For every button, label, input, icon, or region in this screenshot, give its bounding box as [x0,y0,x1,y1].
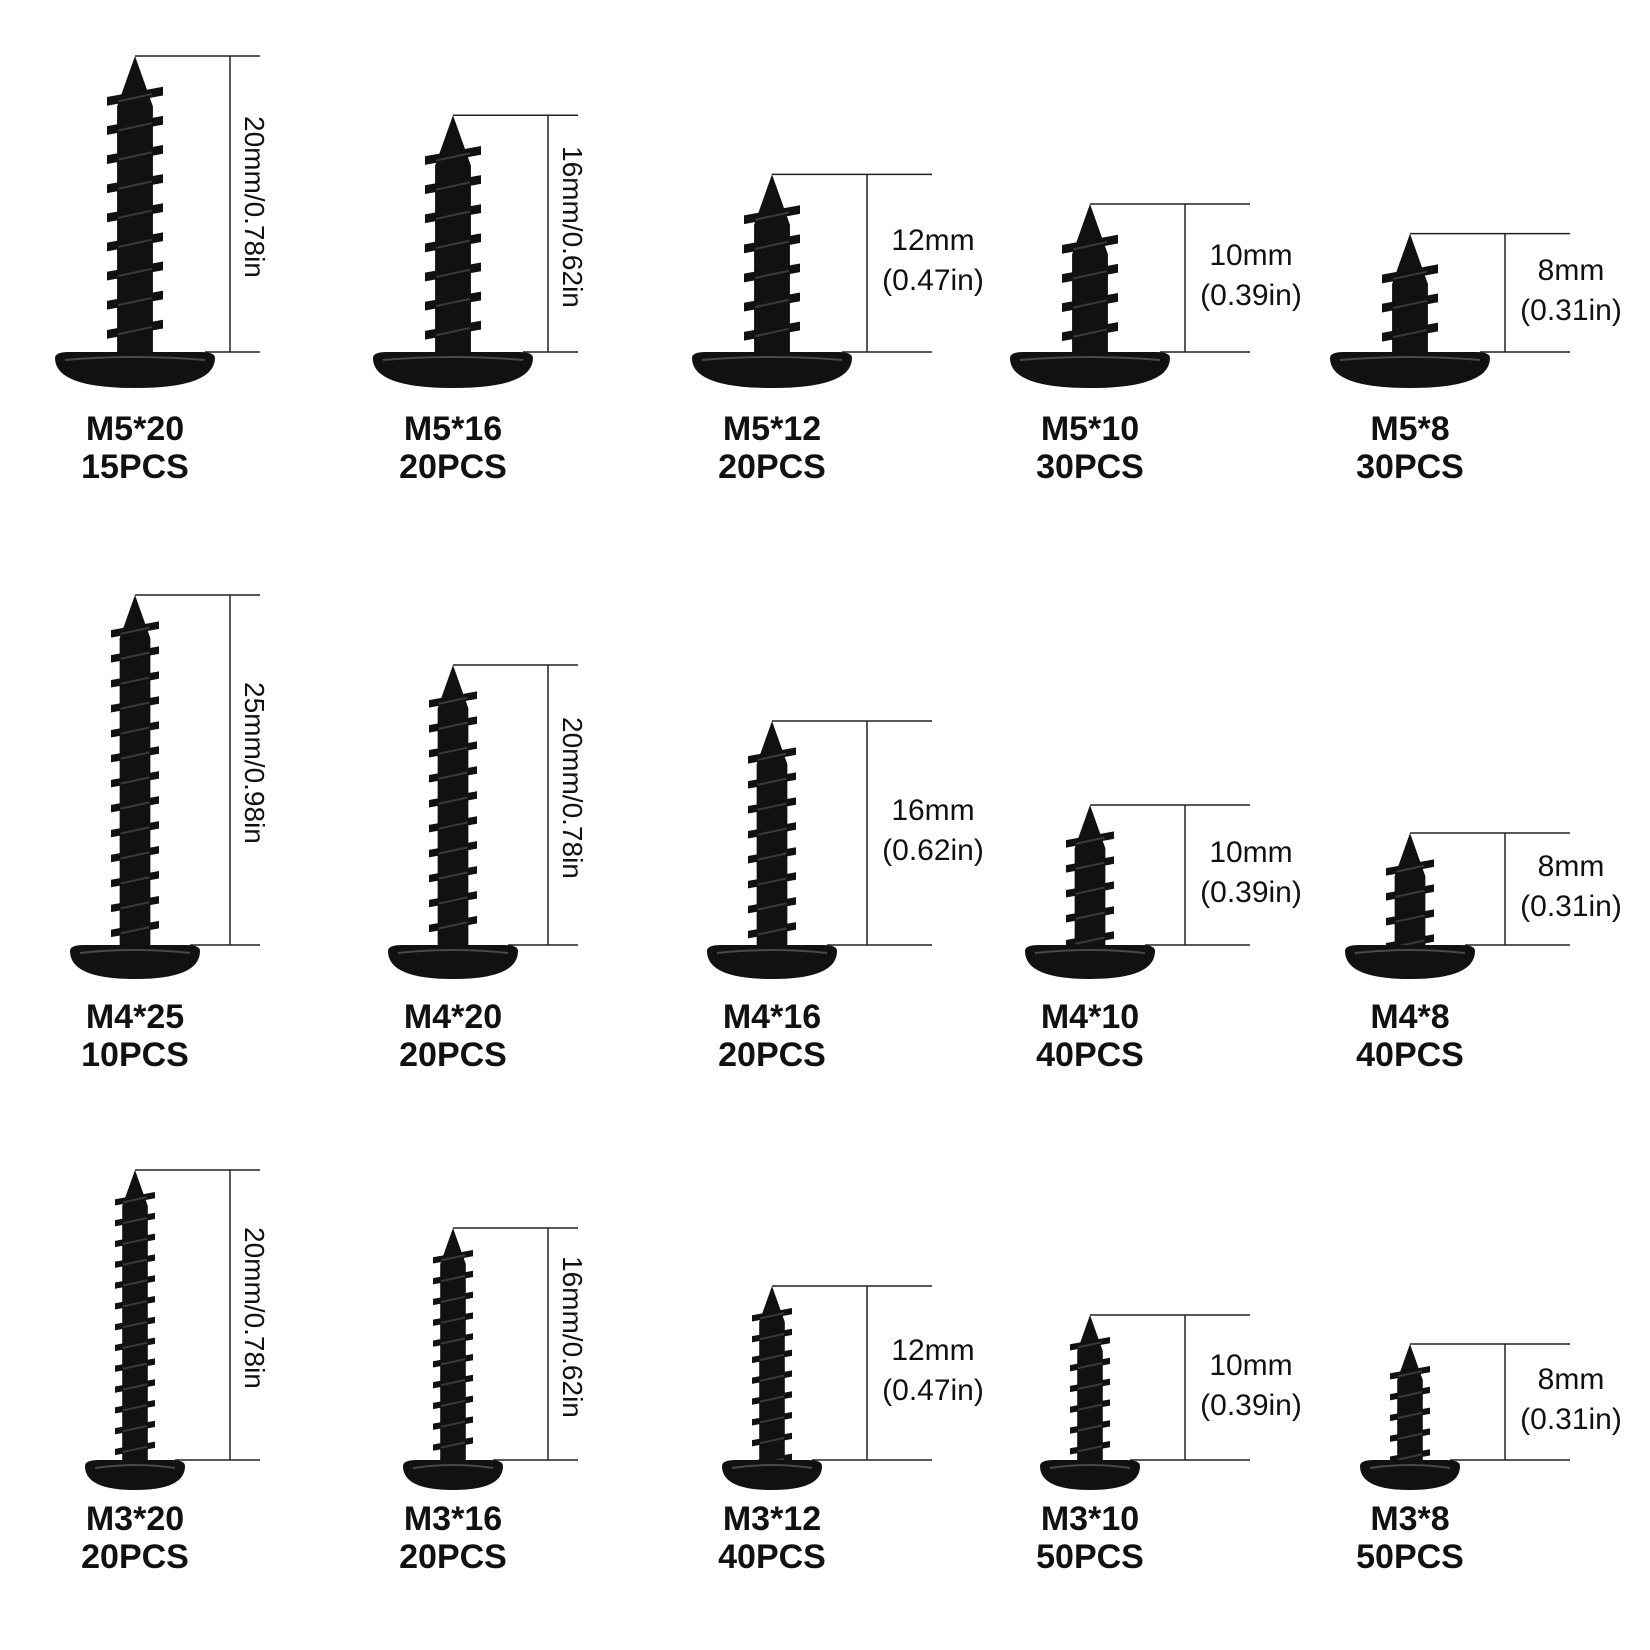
dimension-inch-text: (0.47in) [882,264,984,298]
dimension-label: 12mm (0.47in) [873,221,993,301]
screw-size-text: M3*10 [1040,1500,1140,1538]
dimension-label: 8mm (0.31in) [1511,847,1631,927]
screw-size-text: M3*20 [85,1500,185,1538]
dimension-inch-text: (0.62in) [882,834,984,867]
dimension-label: 8mm (0.31in) [1511,1360,1631,1440]
screw-size-text: M4*20 [403,998,503,1036]
dimension-mm-text: 12mm [891,224,975,258]
dimension-inch-text: (0.31in) [1520,293,1622,327]
screw-quantity-text: 20PCS [399,1538,507,1576]
screw-quantity-text: 30PCS [1036,448,1144,486]
screw-quantity-text: 40PCS [1036,1036,1144,1074]
dimension-mm-text: 16mm/0.62in [557,1256,588,1418]
screw-size-text: M5*16 [403,410,503,448]
dimension-label: 16mm (0.62in) [873,791,993,871]
dimension-inch-text: (0.39in) [1200,279,1302,312]
dimension-label: 16mm/0.62in [554,1256,590,1418]
screw-quantity-text: 20PCS [718,448,826,486]
dimension-label: 20mm/0.78in [236,116,272,278]
dimension-mm-text: 10mm [1209,1348,1293,1382]
screw-size-text: M3*16 [403,1500,503,1538]
screw-quantity-text: 20PCS [81,1538,189,1576]
screw-size-text: M5*10 [1040,410,1140,448]
dimension-label: 12mm (0.47in) [873,1331,993,1411]
dimension-mm-text: 12mm [891,1334,975,1367]
dimension-inch-text: (0.31in) [1520,1403,1622,1436]
screw-quantity-text: 20PCS [399,1036,507,1074]
screw-quantity-text: 15PCS [81,448,189,486]
screw-quantity-text: 40PCS [1356,1036,1464,1074]
dimension-label: 8mm (0.31in) [1511,251,1631,331]
screw-quantity-text: 30PCS [1356,448,1464,486]
screw-size-text: M4*25 [85,998,185,1036]
dimension-mm-text: 8mm [1537,850,1605,883]
screw-size-text: M3*8 [1370,1500,1450,1538]
dimension-mm-text: 20mm/0.78in [557,717,588,879]
dimension-mm-text: 8mm [1537,253,1605,287]
dimension-mm-text: 25mm/0.98in [239,682,270,844]
dimension-inch-text: (0.31in) [1520,890,1622,923]
dimension-label: 10mm (0.39in) [1191,1346,1311,1426]
screw-size-text: M3*12 [722,1500,822,1538]
screw-quantity-text: 50PCS [1036,1538,1144,1576]
screw-quantity-text: 40PCS [718,1538,826,1576]
screw-quantity-text: 20PCS [399,448,507,486]
dimension-label: 10mm (0.39in) [1191,833,1311,913]
screw-size-text: M4*8 [1370,998,1450,1036]
dimension-mm-text: 8mm [1537,1363,1605,1396]
dimension-label: 10mm (0.39in) [1191,236,1311,316]
dimension-inch-text: (0.39in) [1200,1388,1302,1422]
screw-size-text: M5*20 [85,410,185,448]
screw-quantity-text: 20PCS [718,1036,826,1074]
dimension-label: 20mm/0.78in [236,1227,272,1389]
dimension-mm-text: 20mm/0.78in [239,116,270,278]
dimension-label: 20mm/0.78in [554,717,590,879]
screw-quantity-text: 50PCS [1356,1538,1464,1576]
dimension-inch-text: (0.39in) [1200,876,1302,909]
dimension-mm-text: 16mm [891,794,975,827]
dimension-mm-text: 10mm [1209,239,1293,272]
dimension-mm-text: 20mm/0.78in [239,1227,270,1389]
screw-size-text: M5*12 [722,410,822,448]
screw-size-text: M4*16 [722,998,822,1036]
dimension-inch-text: (0.47in) [882,1374,984,1407]
dimension-mm-text: 16mm/0.62in [557,145,588,308]
screw-size-text: M4*10 [1040,998,1140,1036]
dimension-label: 16mm/0.62in [554,146,590,308]
dimension-label: 25mm/0.98in [236,682,272,844]
screw-size-text: M5*8 [1370,410,1450,448]
screw-quantity-text: 10PCS [81,1036,189,1074]
dimension-mm-text: 10mm [1209,836,1293,869]
